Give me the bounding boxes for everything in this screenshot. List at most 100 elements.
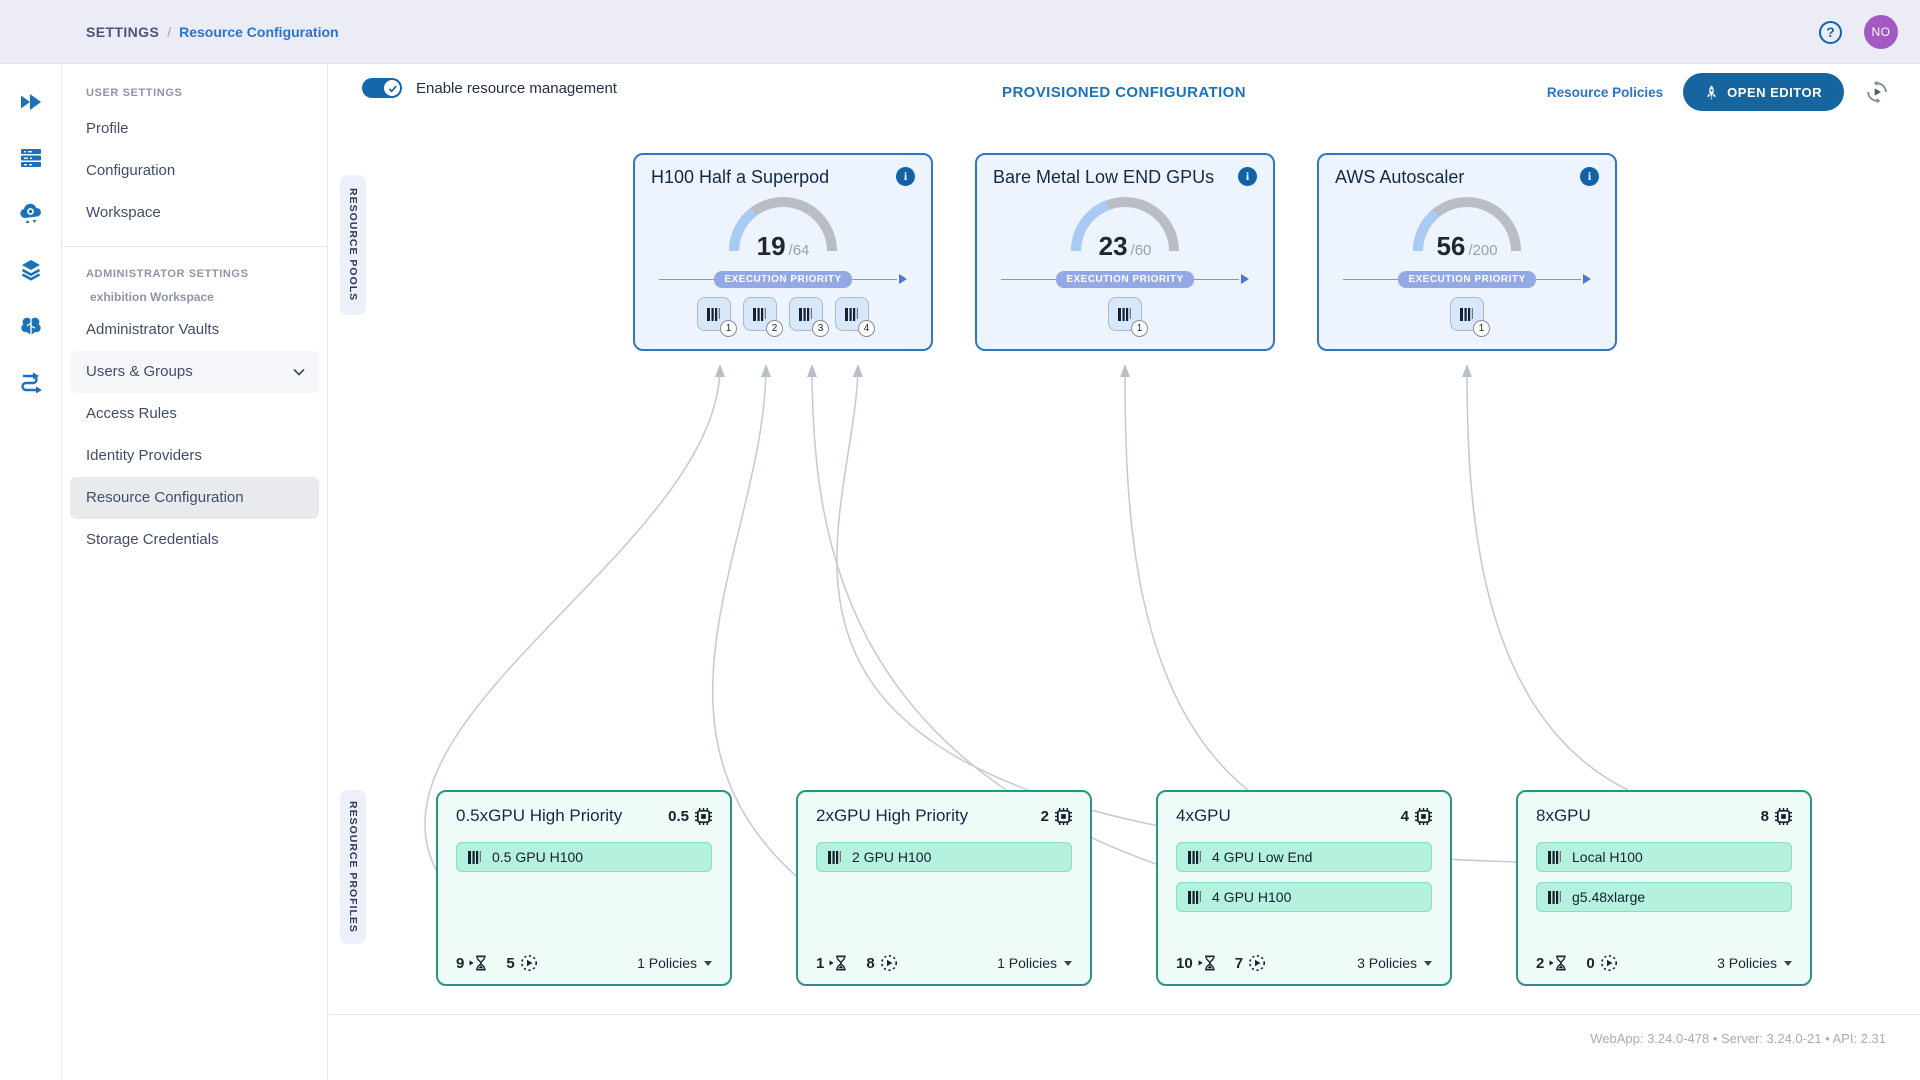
barcode-icon [753,307,766,321]
refresh-icon [1867,80,1887,104]
execution-priority-axis: EXECUTION PRIORITY [651,270,915,288]
brain-icon[interactable] [15,310,47,342]
policies-label: 1 Policies [997,955,1057,971]
toggle-check-icon [384,80,400,96]
policies-label: 3 Policies [1357,955,1417,971]
caret-down-icon [1424,960,1432,966]
gauge-total-value: /200 [1468,242,1498,259]
layers-icon[interactable] [15,254,47,286]
sidebar-item-label: Configuration [86,162,176,179]
gauge-used-value: 23 [1098,231,1128,261]
running-stat: 8 [866,954,897,972]
pending-hourglass-icon [829,955,846,971]
sidebar-item-workspace[interactable]: Workspace [70,192,319,234]
sidebar-item-profile[interactable]: Profile [70,108,319,150]
barcode-icon [799,307,812,321]
cloud-autoscaler-icon[interactable] [15,198,47,230]
policies-dropdown[interactable]: 3 Policies [1357,955,1432,971]
gpu-count: 8 [1760,807,1792,825]
gpu-count-value: 8 [1760,807,1769,825]
server-queues-icon[interactable] [15,142,47,174]
barcode-icon [1188,850,1201,864]
pending-hourglass-icon [469,955,486,971]
sidebar-item-administrator-vaults[interactable]: Administrator Vaults [70,309,319,351]
fast-forward-icon[interactable] [15,86,47,118]
pending-stat: 2 [1536,955,1568,972]
pending-count: 1 [816,954,825,972]
breadcrumb-section[interactable]: SETTINGS [86,24,160,40]
enable-resource-management-toggle[interactable] [362,78,402,98]
resource-chip-label: Local H100 [1572,849,1643,865]
sidebar-item-access-rules[interactable]: Access Rules [70,393,319,435]
sidebar-item-resource-configuration[interactable]: Resource Configuration [70,477,319,519]
gpu-count: 4 [1401,807,1432,825]
rocket-icon [1707,85,1716,100]
resource-chip: 0.5 GPU H100 [456,842,712,872]
running-icon [520,955,537,971]
resource-chip: Local H100 [1536,842,1792,872]
version-info: WebApp: 3.24.0-478 • Server: 3.24.0-21 •… [1590,1031,1886,1046]
pending-count: 10 [1176,954,1193,972]
running-stat: 0 [1586,954,1617,972]
sidebar-item-configuration[interactable]: Configuration [70,150,319,192]
running-count: 5 [506,954,515,972]
resource-chip: g5.48xlarge [1536,882,1792,912]
slot-priority-badge: 1 [1131,320,1148,337]
priority-arrow-icon [1241,274,1249,284]
slot-priority-badge: 2 [766,320,783,337]
page-title: PROVISIONED CONFIGURATION [1002,83,1246,101]
running-icon [1249,955,1266,971]
resource-policies-link[interactable]: Resource Policies [1546,84,1664,100]
sidebar-divider [62,246,327,247]
pool-card: H100 Half a Superpod i 19 /64 EXECUTION … [633,153,933,351]
breadcrumb: SETTINGS / Resource Configuration [86,0,339,64]
resource-pools-tab: RESOURCE POOLS [340,175,366,315]
barcode-icon [1548,890,1561,904]
pipeline-icon[interactable] [15,366,47,398]
gpu-slot-chip: 1 [697,297,737,337]
running-count: 7 [1234,954,1244,972]
resource-chips: 2 GPU H100 [816,842,1072,872]
policies-dropdown[interactable]: 3 Policies [1717,955,1792,971]
sidebar-item-users-groups[interactable]: Users & Groups [70,351,319,393]
pool-title: Bare Metal Low END GPUs [993,167,1215,187]
gpu-chip-icon [1055,807,1072,825]
pending-stat: 1 [816,955,848,972]
gpu-count-value: 2 [1040,807,1049,825]
gpu-count: 0.5 [668,807,712,825]
info-icon[interactable]: i [1580,167,1599,186]
chevron-down-icon[interactable] [293,368,305,376]
barcode-icon [1460,307,1473,321]
policies-dropdown[interactable]: 1 Policies [637,955,712,971]
policies-dropdown[interactable]: 1 Policies [997,955,1072,971]
sidebar-item-label: Resource Configuration [86,489,244,506]
barcode-icon [828,850,841,864]
pool-title: AWS Autoscaler [1335,167,1465,187]
resource-chip: 4 GPU H100 [1176,882,1432,912]
profile-title: 0.5xGPU High Priority [456,806,623,825]
avatar[interactable]: NO [1864,15,1898,49]
resource-chip: 2 GPU H100 [816,842,1072,872]
sidebar-item-storage-credentials[interactable]: Storage Credentials [70,519,319,561]
resource-chip-label: 0.5 GPU H100 [492,849,584,865]
execution-priority-pill: EXECUTION PRIORITY [1398,270,1536,288]
gpu-slot-chip: 2 [743,297,783,337]
profile-title: 4xGPU [1176,806,1231,825]
pending-count: 9 [456,954,465,972]
refresh-button[interactable] [1864,79,1890,105]
gpu-slots: 1 [1335,297,1599,337]
help-icon[interactable]: ? [1819,20,1842,44]
barcode-icon [1548,850,1561,864]
execution-priority-pill: EXECUTION PRIORITY [714,270,852,288]
pending-hourglass-icon [1198,955,1215,971]
info-icon[interactable]: i [896,167,915,186]
info-icon[interactable]: i [1238,167,1257,186]
sidebar-item-identity-providers[interactable]: Identity Providers [70,435,319,477]
open-editor-button[interactable]: OPEN EDITOR [1683,73,1844,111]
resource-chip-label: 4 GPU Low End [1212,849,1313,865]
resource-chip-label: 2 GPU H100 [852,849,932,865]
sidebar-item-label: Administrator Vaults [86,321,220,338]
barcode-icon [1118,307,1131,321]
barcode-icon [845,307,858,321]
gpu-chip-icon [1775,807,1792,825]
